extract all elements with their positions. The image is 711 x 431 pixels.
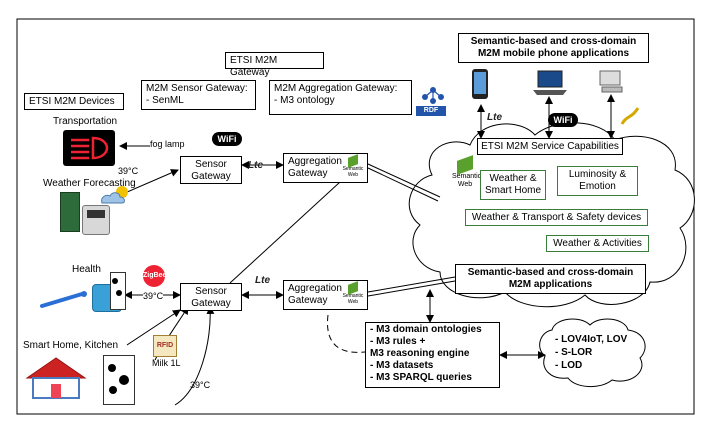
temp-label-3: 39°C [190,380,211,390]
m2m-apps-title: Semantic-based and cross-domain M2M appl… [455,264,646,294]
milk-carton-small-icon [110,272,126,310]
milk-carton-icon [103,355,135,405]
gateway-title: ETSI M2M Gateway [225,52,324,78]
aggregation-gateway-spec-title: M2M Aggregation Gateway: [274,83,398,94]
house-icon [25,356,87,400]
semantic-web-small-1-label: Semantic Web [342,166,364,178]
service-capabilities: ETSI M2M Service Capabilities [477,138,623,155]
sensor-gateway-2: Sensor Gateway [180,283,242,311]
sensor-gateway-spec-title: M2M Sensor Gateway: [146,83,248,94]
weather-activities-box: Weather & Activities [546,235,649,252]
semantic-web-small-2-label: Semantic Web [342,293,364,305]
m3-item-2: M3 reasoning engine [370,348,470,359]
phone-icon [472,69,488,99]
semantic-web-small-2-icon: Semantic Web [342,281,364,307]
mobile-apps-title-line2: M2M mobile phone applications [477,48,630,59]
lte-badge-2-icon: Lte [255,275,270,286]
m3-item-4: - M3 SPARQL queries [370,372,472,383]
lte-badge-1-icon: Lte [248,160,263,171]
mobile-apps-title-line1: Semantic-based and cross-domain [470,36,637,47]
wifi-badge-2-icon: WiFi [548,113,578,127]
weather-smart-home-box: Weather & Smart Home [480,170,546,200]
semantic-web-badge-icon: Semantic Web [452,155,482,188]
aggregation-gateway-spec: M2M Aggregation Gateway: - M3 ontology [269,80,412,115]
fog-lamp-label: fog lamp [150,139,185,149]
semantic-web-badge-label: Semantic Web [452,173,482,188]
meter-device-icon [82,205,110,235]
zigbee-badge-icon: ZigBee [143,265,166,287]
rdf-badge-icon: RDF [416,106,446,116]
rfid-badge-icon: RFID [153,335,177,357]
outer-frame [16,18,695,415]
weather-cloud-icon [98,185,132,207]
desktop-icon [598,70,624,94]
sensor-board-icon [60,192,80,232]
lte-badge-3-icon: Lte [487,112,502,123]
mobile-apps-title: Semantic-based and cross-domain M2M mobi… [458,33,649,63]
lod-item-0: - LOV4IoT, LOV [555,334,628,345]
laptop-icon [533,70,567,96]
aggregation-gateway-spec-item: - M3 ontology [274,95,335,106]
m3-components-box: - M3 domain ontologies - M3 rules + M3 r… [365,322,500,388]
transportation-label: Transportation [53,116,118,127]
wifi-badge-icon: WiFi [212,132,242,146]
temp-label-1: 39°C [118,166,139,176]
weather-forecasting-label: Weather Forecasting [43,178,136,189]
lod-item-1: - S-LOR [555,347,593,358]
luminosity-emotion-box: Luminosity & Emotion [557,166,638,196]
sensor-gateway-spec: M2M Sensor Gateway: - SenML [141,80,256,110]
m3-item-3: - M3 datasets [370,360,434,371]
m3-item-0: - M3 domain ontologies [370,324,482,335]
m3-item-1: - M3 rules + [370,336,426,347]
lod-list: - LOV4IoT, LOV - S-LOR - LOD [555,333,627,372]
devices-title: ETSI M2M Devices [24,93,124,110]
transport-safety-box: Weather & Transport & Safety devices [465,209,648,226]
sensor-gateway-spec-item: - SenML [146,95,184,106]
aggregation-gateway-2-label: Aggregation Gateway [288,283,342,306]
health-label: Health [72,264,101,275]
semantic-web-small-1-icon: Semantic Web [342,154,364,180]
aggregation-gateway-1-label: Aggregation Gateway [288,156,342,179]
temp-label-2: 39°C [143,291,164,301]
m2m-apps-title-line2: M2M applications [508,279,593,290]
thermometer-icon [38,290,90,310]
lod-item-2: - LOD [555,360,583,371]
network-node-icon [422,87,444,104]
usb-sensor-icon [620,106,640,126]
milk-label: Milk 1L [152,358,181,368]
sensor-gateway-1: Sensor Gateway [180,156,242,184]
smart-home-label: Smart Home, Kitchen [23,340,119,351]
fog-lamp-icon [63,130,115,166]
m2m-apps-title-line1: Semantic-based and cross-domain [467,267,634,278]
